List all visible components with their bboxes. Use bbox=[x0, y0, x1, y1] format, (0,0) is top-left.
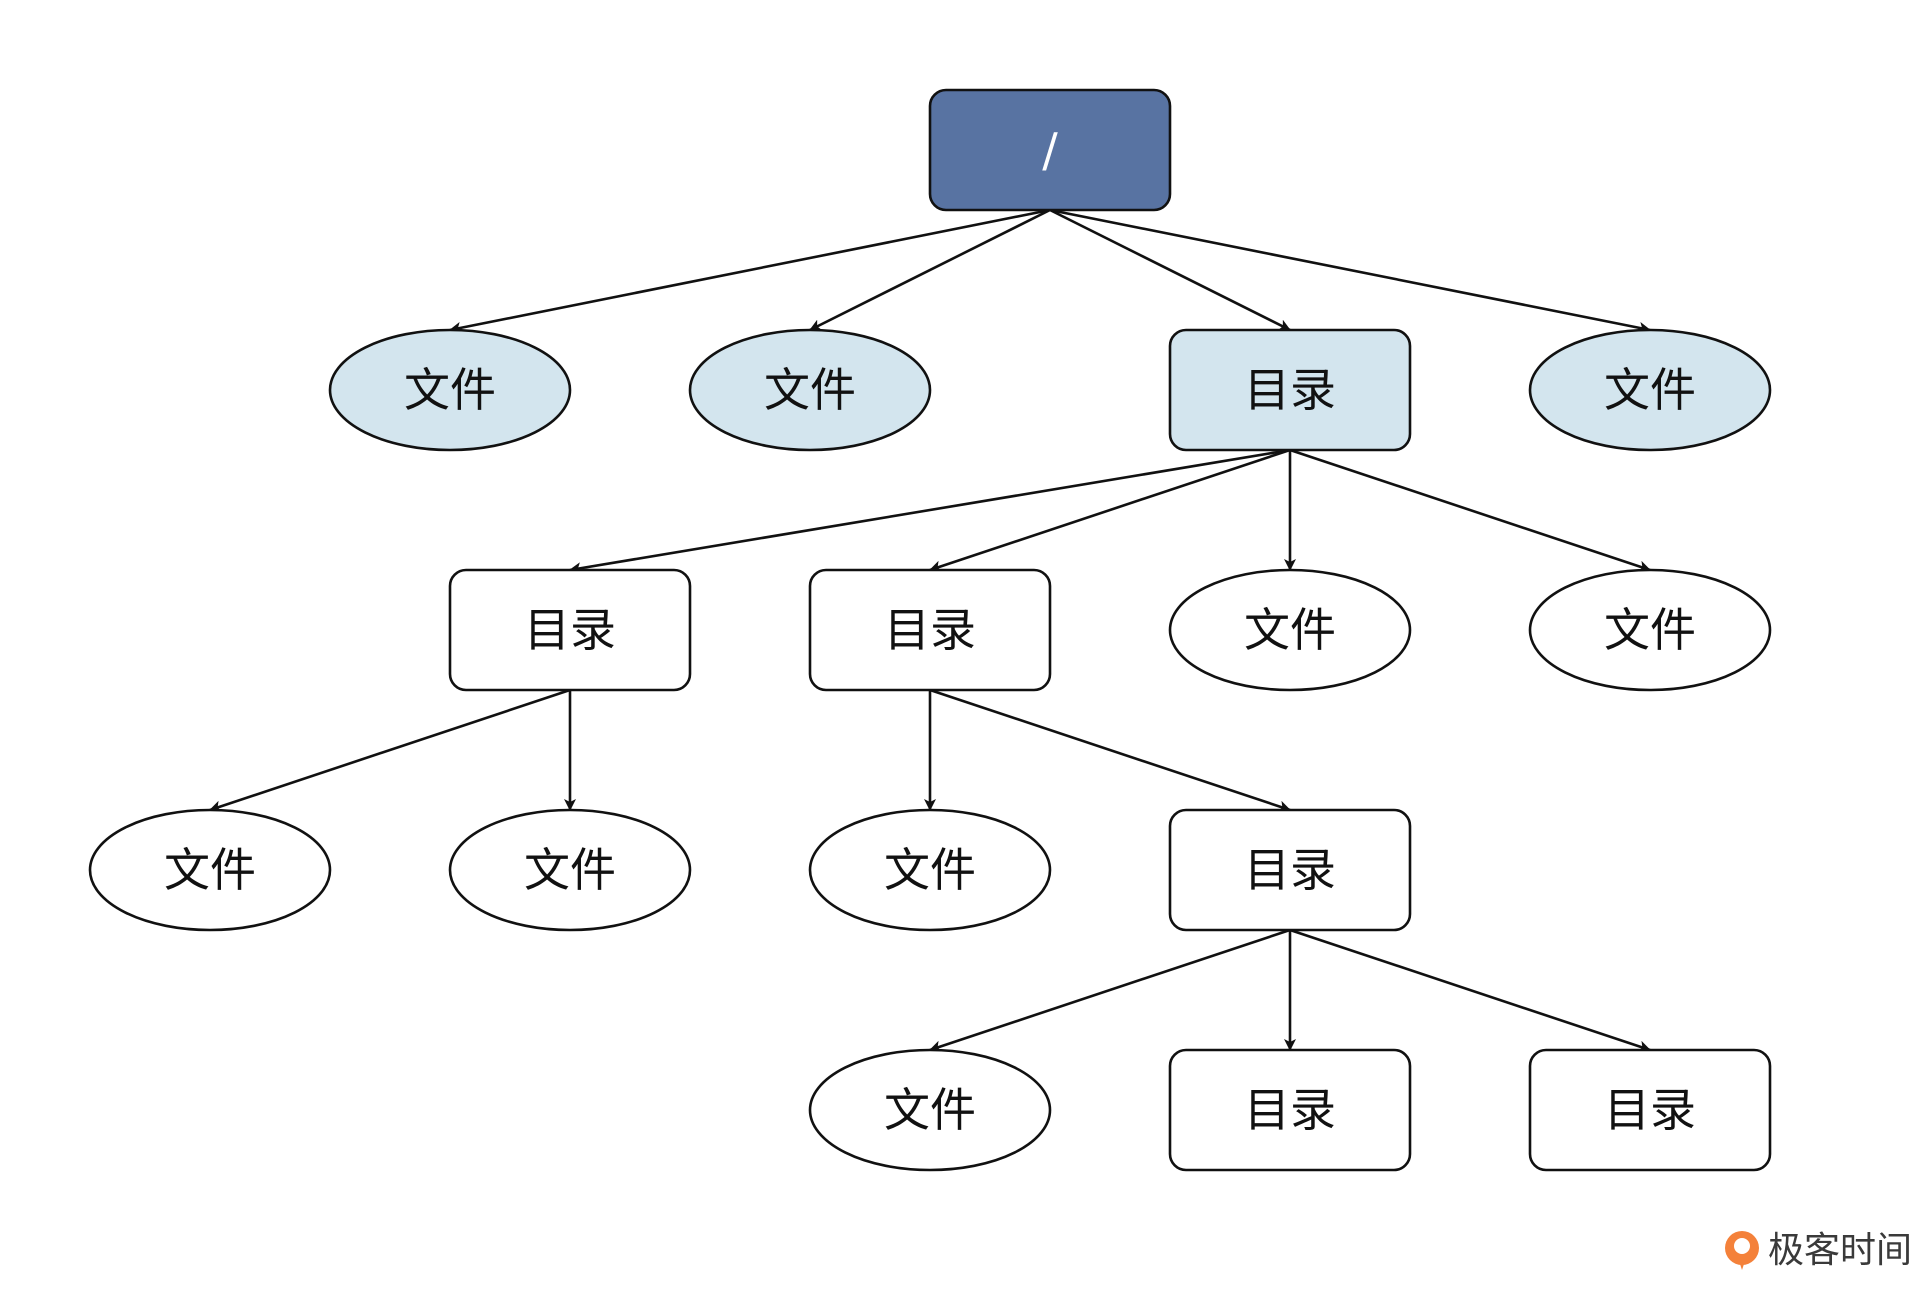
file-node-label: 文件 bbox=[404, 363, 496, 417]
geektime-logo-icon bbox=[1725, 1231, 1759, 1270]
edge-l2_dir_2-to-l3_dir bbox=[929, 688, 1291, 813]
edge-root-to-l1_file_1 bbox=[449, 208, 1051, 334]
dir-node-shape bbox=[1168, 1048, 1412, 1172]
file-node-shape bbox=[1168, 568, 1412, 692]
dir-node-shape bbox=[1168, 328, 1412, 452]
edge-l1_dir-to-l2_dir_1 bbox=[569, 448, 1291, 575]
file-node-label: 文件 bbox=[884, 843, 976, 897]
file-node-l2-2[interactable]: 文件 bbox=[1528, 568, 1772, 692]
edges bbox=[209, 208, 1651, 1053]
root-dir-shape bbox=[928, 88, 1172, 212]
dir-node-shape bbox=[1528, 1048, 1772, 1172]
file-node-shape bbox=[808, 808, 1052, 932]
dir-node-label: 目录 bbox=[1604, 1083, 1696, 1137]
root-dir-label: / bbox=[1042, 123, 1058, 177]
edge-root-to-l1_file_2 bbox=[809, 208, 1051, 332]
geektime-logo: 极客时间 bbox=[1725, 1230, 1912, 1271]
file-node-l3-1[interactable]: 文件 bbox=[88, 808, 332, 932]
file-node-l1-2[interactable]: 文件 bbox=[688, 328, 932, 452]
dir-node-label: 目录 bbox=[1244, 843, 1336, 897]
file-node-label: 文件 bbox=[1244, 603, 1336, 657]
dir-node-l3[interactable]: 目录 bbox=[1168, 808, 1412, 932]
file-node-shape bbox=[448, 808, 692, 932]
dir-node-l4-2[interactable]: 目录 bbox=[1528, 1048, 1772, 1172]
file-node-label: 文件 bbox=[1604, 363, 1696, 417]
file-node-label: 文件 bbox=[164, 843, 256, 897]
file-node-shape bbox=[808, 1048, 1052, 1172]
file-node-shape bbox=[1528, 328, 1772, 452]
dir-node-l1[interactable]: 目录 bbox=[1168, 328, 1412, 452]
dir-node-label: 目录 bbox=[1244, 1083, 1336, 1137]
file-node-label: 文件 bbox=[884, 1083, 976, 1137]
edge-l1_dir-to-l2_file_2 bbox=[1289, 448, 1651, 573]
file-node-l2-1[interactable]: 文件 bbox=[1168, 568, 1412, 692]
dir-node-shape bbox=[808, 568, 1052, 692]
file-node-shape bbox=[88, 808, 332, 932]
dir-node-label: 目录 bbox=[524, 603, 616, 657]
edge-l1_dir-to-l2_dir_2 bbox=[929, 448, 1291, 573]
logo-text: 极客时间 bbox=[1768, 1230, 1912, 1271]
edge-l3_dir-to-l4_dir_2 bbox=[1289, 928, 1651, 1053]
file-node-shape bbox=[688, 328, 932, 452]
edge-l3_dir-to-l4_file bbox=[929, 928, 1291, 1053]
file-node-l1-1[interactable]: 文件 bbox=[328, 328, 572, 452]
file-node-l1-3[interactable]: 文件 bbox=[1528, 328, 1772, 452]
dir-node-l2-2[interactable]: 目录 bbox=[808, 568, 1052, 692]
dir-node-shape bbox=[448, 568, 692, 692]
file-node-shape bbox=[328, 328, 572, 452]
file-node-label: 文件 bbox=[524, 843, 616, 897]
file-node-l4[interactable]: 文件 bbox=[808, 1048, 1052, 1172]
file-node-l3-2[interactable]: 文件 bbox=[448, 808, 692, 932]
edge-l2_dir_1-to-l3_file_1 bbox=[209, 688, 571, 813]
dir-node-shape bbox=[1168, 808, 1412, 932]
dir-node-l2-1[interactable]: 目录 bbox=[448, 568, 692, 692]
file-node-shape bbox=[1528, 568, 1772, 692]
dir-node-label: 目录 bbox=[1244, 363, 1336, 417]
dir-node-l4-1[interactable]: 目录 bbox=[1168, 1048, 1412, 1172]
file-node-label: 文件 bbox=[764, 363, 856, 417]
file-node-l3-3[interactable]: 文件 bbox=[808, 808, 1052, 932]
dir-node-label: 目录 bbox=[884, 603, 976, 657]
root-dir-node[interactable]: / bbox=[928, 88, 1172, 212]
edge-root-to-l1_file_3 bbox=[1049, 208, 1651, 334]
file-node-label: 文件 bbox=[1604, 603, 1696, 657]
edge-root-to-l1_dir bbox=[1049, 208, 1291, 332]
